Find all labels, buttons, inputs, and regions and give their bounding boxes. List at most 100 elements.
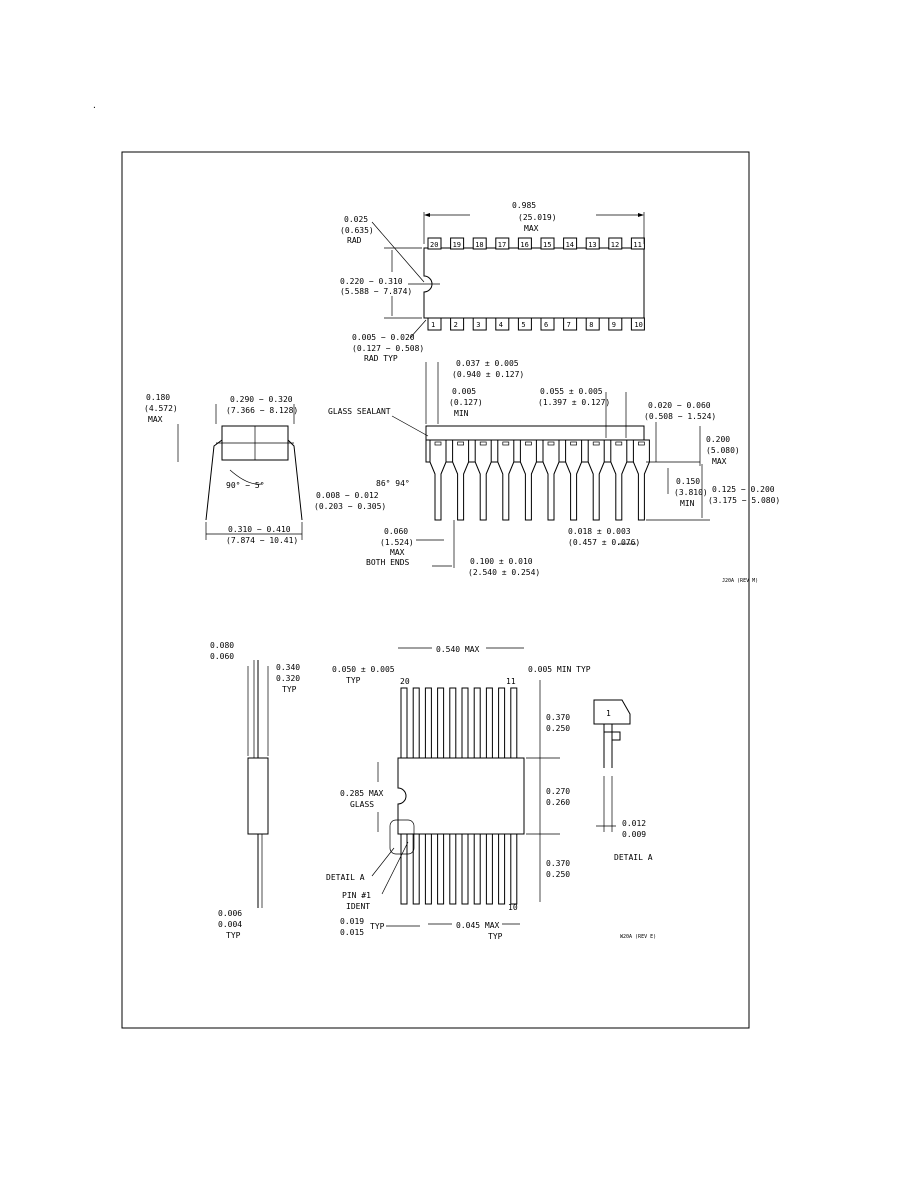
dip-side-lead (587, 439, 605, 521)
pitch-tol-dim-1: 0.055 ± 0.005 (540, 387, 603, 396)
top-pin-pad (517, 237, 532, 250)
end-lead-dim-3: MAX (390, 548, 405, 557)
bottom-pin-pad (472, 317, 487, 331)
flatpack-body (397, 757, 525, 835)
bottom-pin-number: 9 (612, 321, 616, 329)
bottom-pin-number: 7 (567, 321, 571, 329)
bottom-pin-pad (495, 317, 510, 331)
dip-side-lead-notch (434, 441, 442, 446)
top-pin-number: 15 (543, 241, 551, 249)
notch-rad-dim-1: 0.025 (344, 215, 368, 224)
lead-dia-dim-2: (0.457 ± 0.076) (568, 538, 640, 547)
end-height-dim-3: MAX (148, 415, 163, 424)
flat-pin-11: 11 (506, 677, 516, 686)
min-gap-dim-1: 0.005 (452, 387, 476, 396)
dip-side-lead (565, 439, 583, 521)
bottom-pin-number: 1 (431, 321, 435, 329)
bottom-pin-pad (427, 317, 442, 331)
dip-side-lead (452, 439, 470, 521)
flat-side-lead-1: 0.340 (276, 663, 300, 672)
top-pin-pad (608, 237, 623, 250)
bottom-pin-number: 8 (589, 321, 593, 329)
flatpack-top-lead (412, 687, 420, 759)
flatpack-top-leads (400, 687, 518, 759)
notch-rad-dim-3: RAD (347, 236, 362, 245)
dip-side-lead (542, 439, 560, 521)
flat-side-thk-2: 0.060 (210, 652, 234, 661)
seat-dim-2: (3.810) (674, 488, 708, 497)
flatpack-top-lead (449, 687, 457, 759)
spread-dim-1: 0.310 − 0.410 (228, 525, 291, 534)
flat-row-w-2: TYP (488, 932, 503, 941)
flat-lead-thk-3: TYP (226, 931, 241, 940)
dip-side-lead-notch (570, 441, 577, 446)
flatpack-side-view: 0.080 0.060 0.340 0.320 TYP 0.006 0.004 … (210, 641, 300, 940)
dip-side-lead-notch (457, 441, 464, 446)
bottom-pin-pad (540, 317, 555, 331)
drawing-frame (121, 151, 750, 1029)
bottom-pin-pad (608, 317, 623, 331)
frame-mark: . (92, 101, 97, 110)
top-pin-pad (585, 237, 600, 250)
bottom-pin-pad (450, 317, 465, 331)
lead-thk-dim-2: (0.203 − 0.305) (314, 502, 386, 511)
flatpack-bottom-lead (424, 833, 432, 905)
min-gap-dim-3: MIN (454, 409, 469, 418)
dip-width-dim-1: 0.220 − 0.310 (340, 277, 403, 286)
dip-side-view: GLASS SEALANT 0.037 ± 0.005 (0.940 ± 0.1… (328, 359, 780, 584)
flatpack-top-lead (424, 687, 432, 759)
dip-length-dim-2: (25.019) (518, 213, 557, 222)
lead-dia-dim-1: 0.018 ± 0.003 (568, 527, 631, 536)
top-pin-number: 12 (611, 241, 619, 249)
top-gap-dim-1: 0.037 ± 0.005 (456, 359, 519, 368)
flatpack-bottom-lead (485, 833, 493, 905)
flat-lead-w-2: 0.015 (340, 928, 364, 937)
seat-dim-1: 0.150 (676, 477, 700, 486)
top-pin-number: 18 (475, 241, 483, 249)
bottom-pin-pad (517, 317, 532, 331)
flat-lead-thk-1: 0.006 (218, 909, 242, 918)
body-height-dim-2: (5.080) (706, 446, 740, 455)
corner-rad-dim-2: (0.127 − 0.508) (352, 344, 424, 353)
bottom-pin-number: 4 (499, 321, 503, 329)
flat-glass-2: GLASS (350, 800, 374, 809)
lead-angle-label: 86° 94° (376, 479, 410, 488)
end-angle-label: 90° − 5° (226, 481, 265, 490)
lead-width-dim-2: (0.508 − 1.524) (644, 412, 716, 421)
detail-a-view: 1 0.012 0.009 DETAIL A (593, 699, 653, 862)
dip-body-outline (423, 247, 645, 319)
flatpack-bottom-leads (400, 833, 518, 905)
corner-rad-dim-3: RAD TYP (364, 354, 398, 363)
detail-a-callout: DETAIL A (326, 873, 365, 882)
bottom-pin-number: 6 (544, 321, 548, 329)
bottom-pin-pad (630, 317, 645, 331)
lead-thk-dim-1: 0.008 − 0.012 (316, 491, 379, 500)
flatpack-bottom-lead (449, 833, 457, 905)
lead-width-dim-1: 0.020 − 0.060 (648, 401, 711, 410)
dip-side-lead (497, 439, 515, 521)
top-pin-pad (450, 237, 465, 250)
dip-side-lid (425, 425, 645, 441)
flat-lead-w-typ: TYP (370, 922, 385, 931)
bottom-pin-number: 2 (454, 321, 458, 329)
end-height-dim-1: 0.180 (146, 393, 170, 402)
end-height-dim-2: (4.572) (144, 404, 178, 413)
flatpack-side-body (247, 757, 269, 835)
dip-length-dim-1: 0.985 (512, 201, 536, 210)
flat-glass-1: 0.285 MAX (340, 789, 384, 798)
detail-a-title: DETAIL A (614, 853, 653, 862)
body-height-dim-3: MAX (712, 457, 727, 466)
top-pin-number: 20 (430, 241, 438, 249)
flatpack-package-code: W20A (REV E) (620, 934, 656, 940)
top-gap-dim-2: (0.940 ± 0.127) (452, 370, 524, 379)
flatpack-top-lead (437, 687, 445, 759)
top-pin-pad (563, 237, 578, 250)
flatpack-top-lead (461, 687, 469, 759)
flatpack-top-lead (485, 687, 493, 759)
flatpack-bottom-lead (400, 833, 408, 905)
flatpack-top-lead (498, 687, 506, 759)
dip-length-dim-3: MAX (524, 224, 539, 233)
flat-side-lead-3: TYP (282, 685, 297, 694)
flat-pitch-dim-1: 0.050 ± 0.005 (332, 665, 395, 674)
dip-side-lead-notch (592, 441, 600, 446)
